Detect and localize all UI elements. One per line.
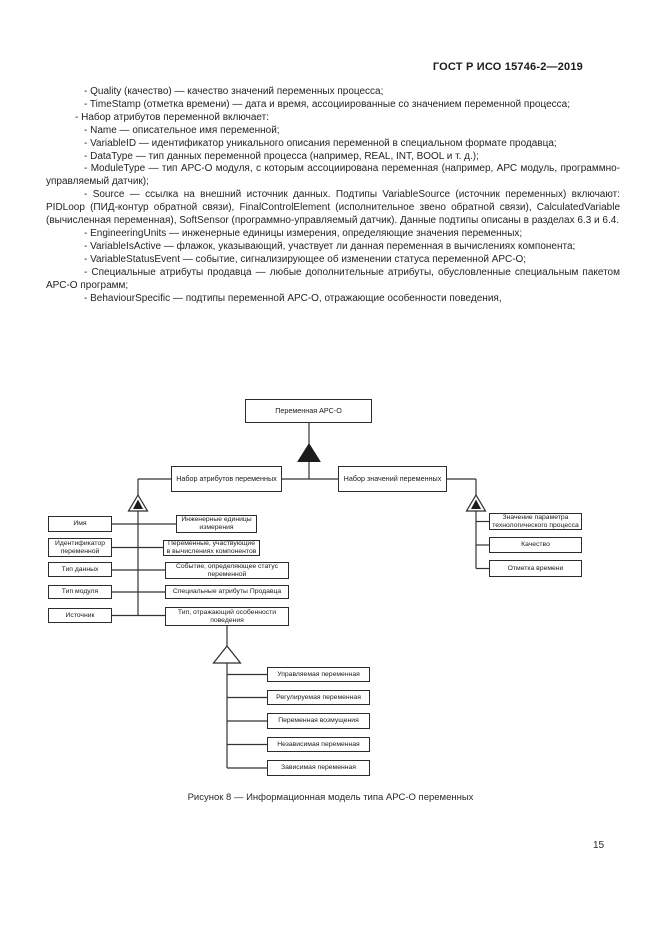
diagram-box: Регулируемая переменная — [267, 690, 370, 705]
figure-diagram: Переменная АРС-О Набор атрибутов перемен… — [0, 395, 661, 787]
body-paragraph: - BehaviourSpecific — подтипы переменной… — [84, 292, 502, 304]
body-paragraph: - VariableID — идентификатор уникального… — [84, 137, 557, 149]
diagram-box-attr-set: Набор атрибутов переменных — [171, 466, 282, 492]
diagram-box: Отметка времени — [489, 560, 582, 577]
diagram-box: Событие, определяющее статус переменной — [165, 562, 289, 579]
body-paragraph: - VariableStatusEvent — событие, сигнали… — [84, 253, 527, 265]
body-paragraph: - Специальные атрибуты продавца — любые … — [46, 266, 620, 291]
diagram-box: Источник — [48, 608, 112, 623]
diagram-box: Переменная возмущения — [267, 713, 370, 729]
diagram-box: Инженерные единицы измерения — [176, 515, 257, 533]
figure-caption: Рисунок 8 — Информационная модель типа А… — [187, 792, 474, 803]
diagram-box: Зависимая переменная — [267, 760, 370, 776]
diagram-box: Тип, отражающий особенности поведения — [165, 607, 289, 626]
body-paragraph: - Source — ссылка на внешний источник да… — [46, 189, 620, 227]
diagram-box: Идентификатор переменной — [48, 538, 112, 557]
generalization-triangle-icon — [212, 645, 242, 664]
diagram-box: Качество — [489, 537, 582, 553]
body-paragraph: - VariableIsActive — флажок, указывающий… — [84, 240, 576, 252]
page-number: 15 — [593, 840, 605, 851]
diagram-box-root: Переменная АРС-О — [245, 399, 372, 423]
diagram-box: Имя — [48, 516, 112, 532]
body-paragraph: - Name — описательное имя переменной; — [84, 124, 280, 136]
body-paragraph: - EngineeringUnits — инженерные единицы … — [84, 227, 523, 239]
body-paragraph: - TimeStamp (отметка времени) — дата и в… — [84, 98, 570, 110]
diagram-box: Специальные атрибуты Продавца — [165, 585, 289, 599]
diagram-box: Тип данных — [48, 562, 112, 577]
diagram-box: Значение параметра технологического проц… — [489, 513, 582, 530]
aggregation-triangle-inner-icon — [471, 499, 481, 509]
body-paragraph: - ModuleType — тип АРС-О модуля, с котор… — [46, 163, 620, 188]
diagram-box: Тип модуля — [48, 585, 112, 599]
body-text: - Quality (качество) — качество значений… — [46, 86, 620, 305]
filled-triangle-icon — [297, 443, 321, 462]
diagram-box: Переменные, участвующие в вычислениях ко… — [163, 540, 260, 556]
body-paragraph: - Набор атрибутов переменной включает: — [75, 111, 269, 123]
body-paragraph: - DataType — тип данных переменной проце… — [84, 150, 479, 162]
page-header: ГОСТ Р ИСО 15746-2—2019 — [432, 61, 583, 73]
diagram-box: Управляемая переменная — [267, 667, 370, 682]
diagram-box-value-set: Набор значений переменных — [338, 466, 447, 492]
body-paragraph: - Quality (качество) — качество значений… — [84, 86, 384, 97]
aggregation-triangle-inner-icon — [133, 499, 143, 509]
diagram-box: Независимая переменная — [267, 737, 370, 752]
